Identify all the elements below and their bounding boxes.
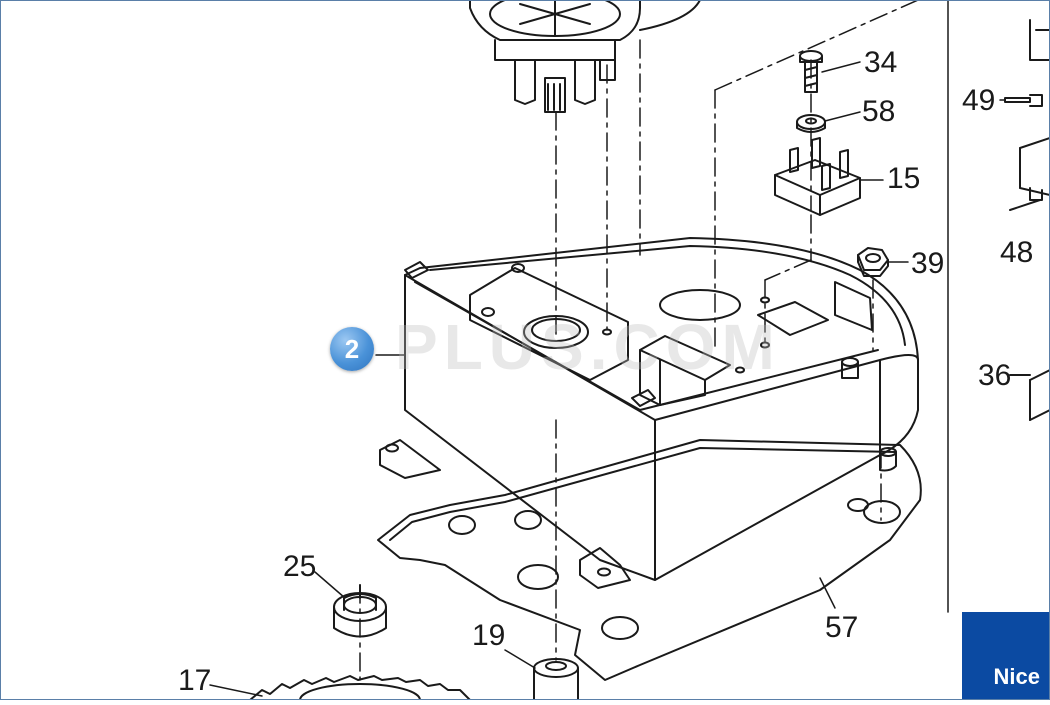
brand-logo: Nice bbox=[962, 612, 1050, 700]
side-parts bbox=[1004, 19, 1050, 421]
gear-17 bbox=[249, 675, 471, 705]
part-label-49: 49 bbox=[962, 84, 995, 117]
part-label-17: 17 bbox=[178, 664, 211, 697]
part-label-15: 15 bbox=[887, 162, 920, 195]
motor-assembly bbox=[469, 0, 701, 113]
part-label-57: 57 bbox=[825, 611, 858, 644]
brand-name: Nice bbox=[993, 664, 1040, 689]
part-label-36: 36 bbox=[978, 359, 1011, 392]
gasket-plate-57 bbox=[377, 439, 922, 681]
part-label-48: 48 bbox=[1000, 236, 1033, 269]
part-label-34: 34 bbox=[864, 46, 897, 79]
part-labels: 34 58 15 39 49 48 36 25 19 17 57 bbox=[178, 46, 1033, 697]
terminal-block-15 bbox=[774, 137, 861, 216]
housing-part-2 bbox=[379, 237, 919, 589]
screw-34 bbox=[799, 50, 823, 93]
watermark: PLUS.COM bbox=[395, 311, 781, 383]
part-label-19: 19 bbox=[472, 619, 505, 652]
part-label-39: 39 bbox=[911, 247, 944, 280]
assembly-guides bbox=[359, 0, 919, 681]
part-callout-marker[interactable]: 2 bbox=[330, 327, 374, 371]
part-label-25: 25 bbox=[283, 550, 316, 583]
part-label-58: 58 bbox=[862, 95, 895, 128]
leader-lines bbox=[209, 61, 1006, 697]
pin-19 bbox=[533, 658, 579, 701]
bushing-25 bbox=[333, 584, 387, 638]
nut-39 bbox=[857, 247, 889, 277]
washer-58 bbox=[796, 114, 826, 133]
